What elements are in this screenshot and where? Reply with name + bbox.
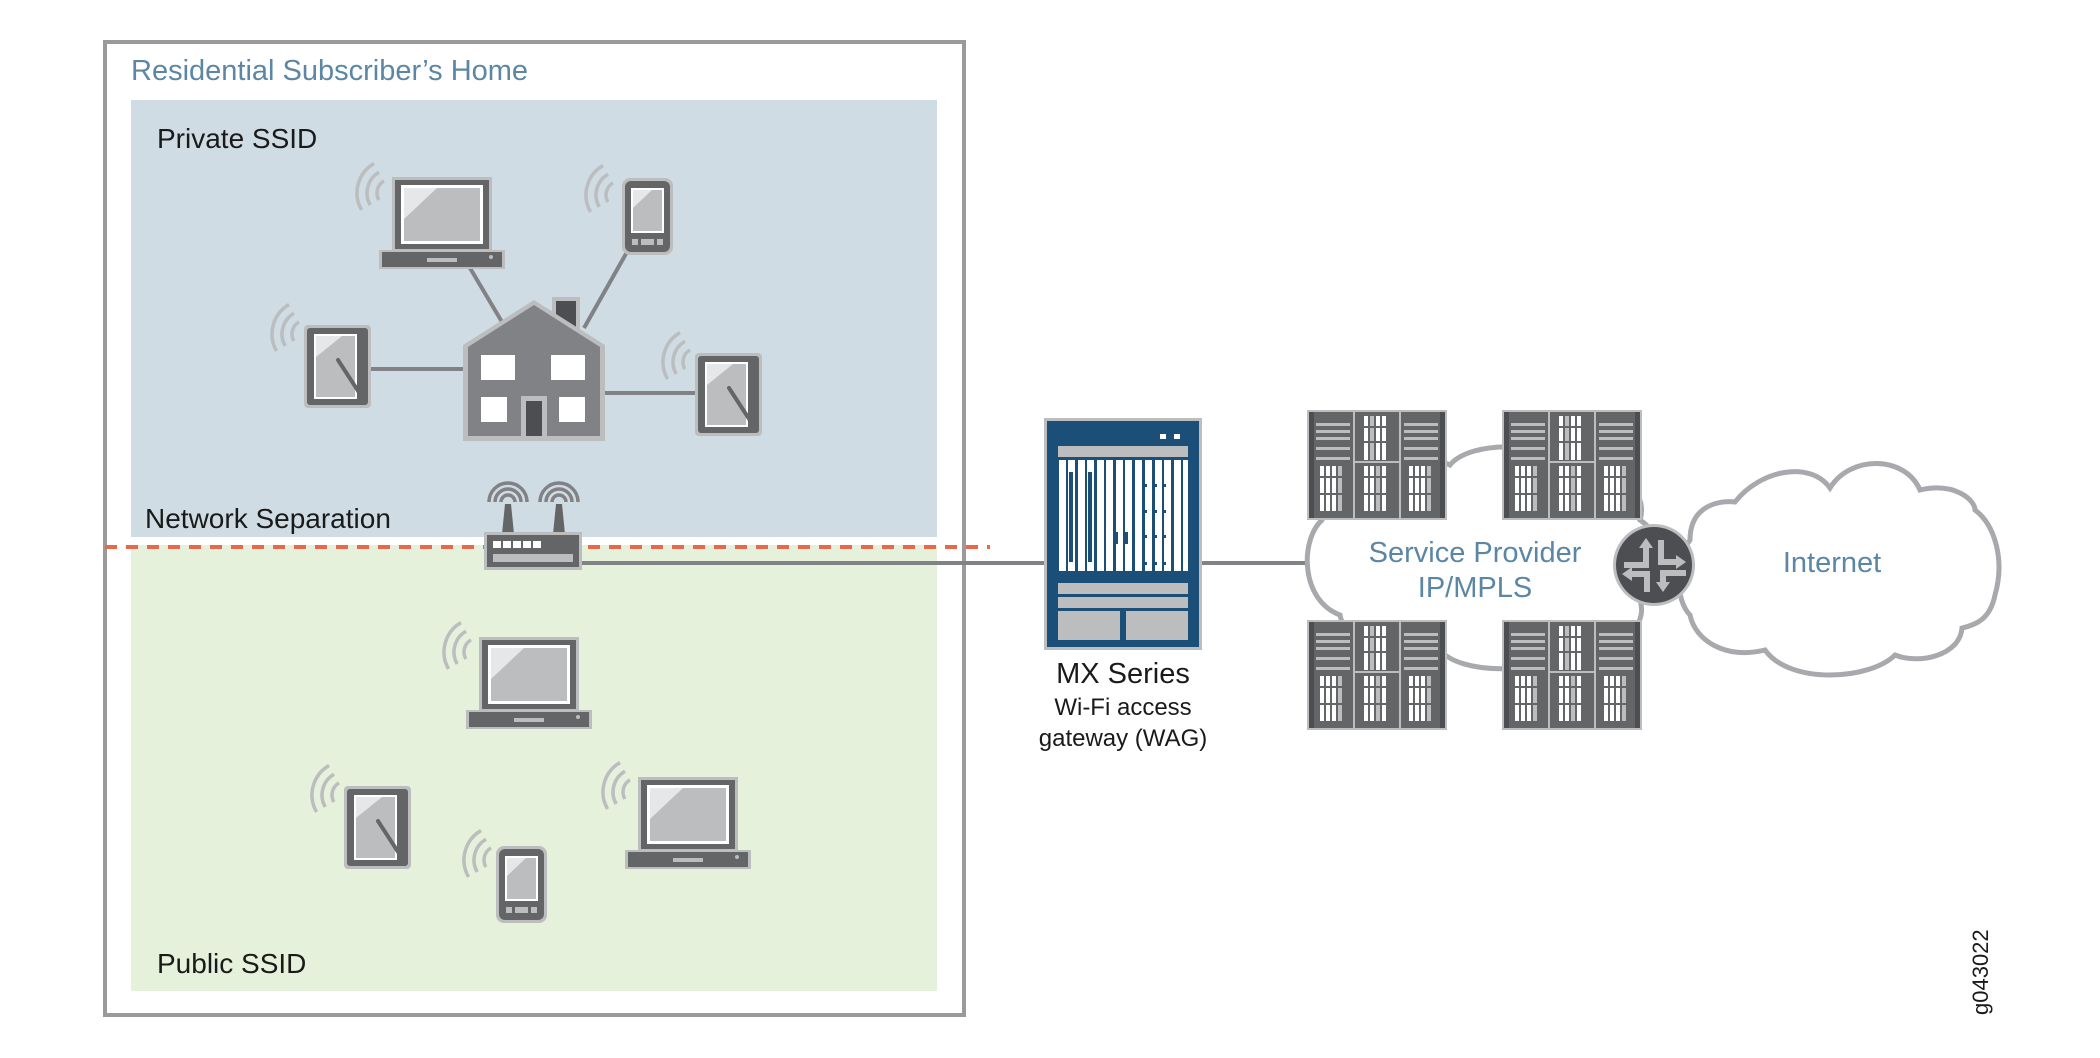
gateway-title: MX Series xyxy=(1056,658,1190,690)
provider-label-line2: IP/MPLS xyxy=(1418,572,1532,604)
link-phone-house xyxy=(582,251,629,329)
laptop-icon xyxy=(625,777,751,869)
smartphone-icon xyxy=(496,846,547,923)
internet-label: Internet xyxy=(1783,547,1881,579)
tablet-icon xyxy=(342,784,413,871)
gateway-subtitle-line2: gateway (WAG) xyxy=(1039,725,1207,752)
server-rack-icon xyxy=(1307,410,1447,520)
server-rack-icon xyxy=(1307,620,1447,730)
figure-id: g043022 xyxy=(1968,929,1993,1015)
link-laptop-house xyxy=(468,266,504,324)
internet-cloud: Internet xyxy=(1676,461,2002,678)
residential-home-container: Residential Subscriber’s Home Private SS… xyxy=(103,40,966,1017)
network-separation-label: Network Separation xyxy=(145,503,391,534)
private-zone-label: Private SSID xyxy=(157,123,317,154)
house-icon xyxy=(463,297,605,441)
public-zone xyxy=(131,545,937,991)
server-rack-icon xyxy=(1502,410,1642,520)
gateway-subtitle-line1: Wi-Fi access xyxy=(1054,694,1191,721)
wifi-router-icon xyxy=(484,481,582,570)
home-title: Residential Subscriber’s Home xyxy=(131,55,528,87)
mx-series-gateway-icon xyxy=(1044,418,1202,650)
provider-label-line1: Service Provider xyxy=(1369,537,1582,569)
laptop-icon xyxy=(379,177,505,269)
private-links xyxy=(370,251,697,395)
router-icon xyxy=(1613,524,1695,606)
public-zone-label: Public SSID xyxy=(157,948,306,979)
tablet-icon xyxy=(302,323,373,410)
smartphone-icon xyxy=(622,178,673,255)
laptop-icon xyxy=(466,637,592,729)
server-rack-icon xyxy=(1502,620,1642,730)
tablet-icon xyxy=(693,351,764,438)
